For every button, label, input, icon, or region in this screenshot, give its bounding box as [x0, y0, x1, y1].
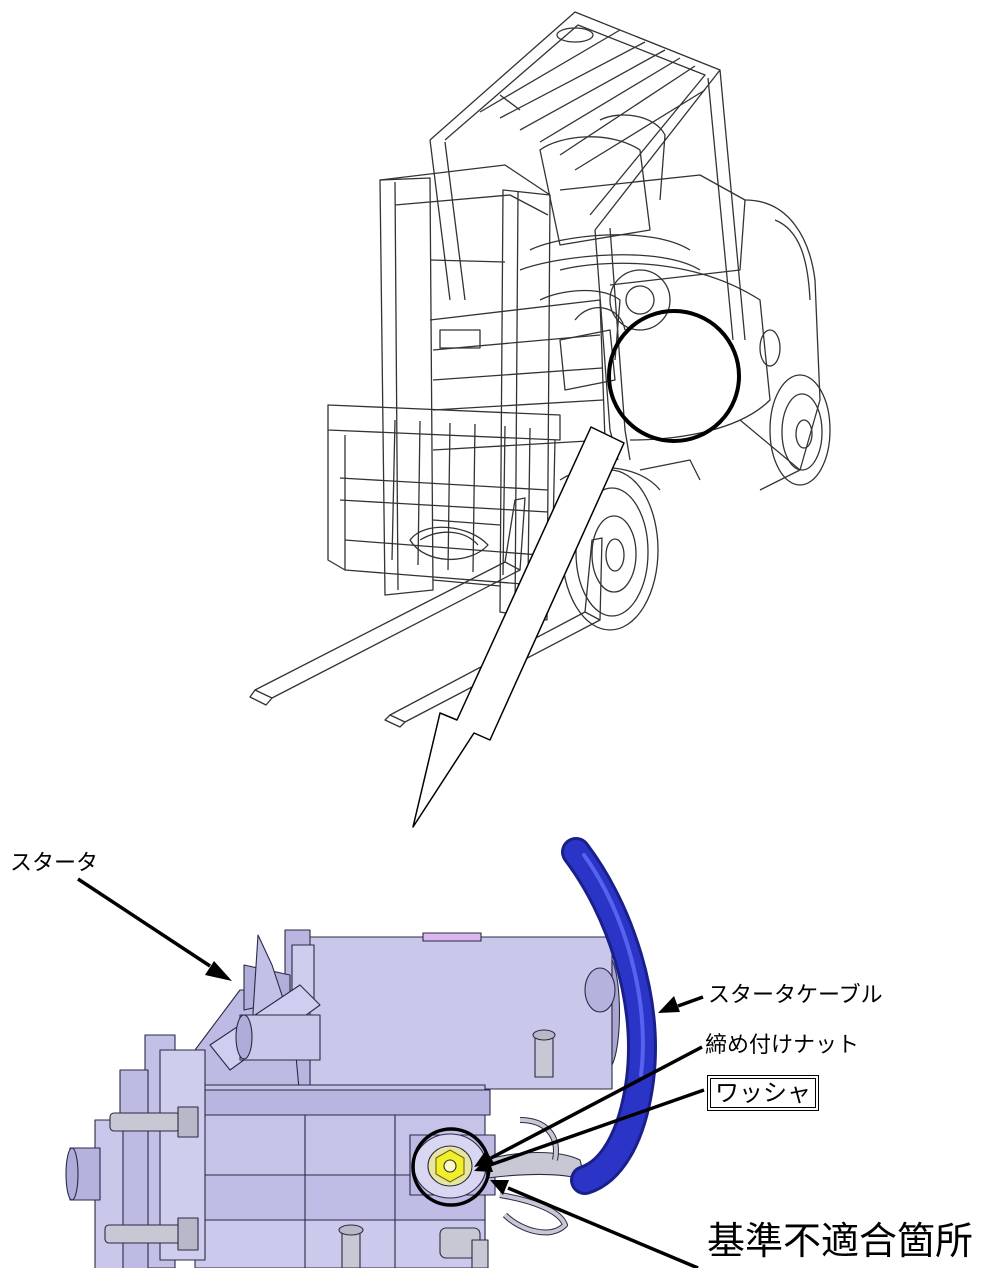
forklift-carriage — [327, 404, 561, 586]
forklift-engine-area — [539, 262, 771, 441]
label-tightening-nut: 締め付けナット — [705, 1033, 860, 1058]
leader-lines — [77, 877, 705, 1268]
forklift-mast — [379, 164, 551, 621]
motor-housing — [299, 936, 613, 1090]
forklift-drawing — [249, 11, 831, 728]
mounting-bolts — [104, 1106, 364, 1268]
nut-washer-assembly — [413, 1133, 487, 1199]
label-starter: スタータ — [10, 851, 99, 876]
forklift-rear-wheel — [769, 374, 831, 486]
forklift-highlight-circle — [607, 309, 741, 443]
zoom-arrow — [412, 426, 625, 828]
label-starter-cable: スタータケーブル — [708, 983, 883, 1008]
forklift-overhead-guard — [429, 11, 746, 461]
forklift-counterweight — [739, 199, 821, 491]
label-nonconforming-location: 基準不適合箇所 — [707, 1219, 974, 1263]
label-washer: ワッシャ — [707, 1075, 819, 1111]
starter-motor-drawing — [65, 929, 620, 1268]
forklift-seat-steering — [519, 114, 746, 286]
forklift-body-block — [429, 299, 606, 451]
